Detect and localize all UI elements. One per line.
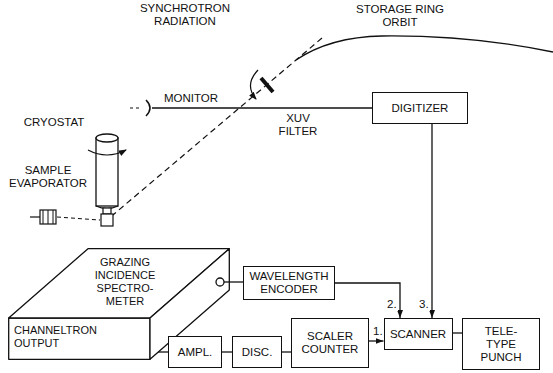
connector <box>282 351 291 352</box>
scanner-box: SCANNER <box>384 318 453 350</box>
evaporation-path <box>57 217 100 220</box>
channel-number: 1. <box>372 325 384 338</box>
digitizer-box: DIGITIZER <box>372 92 468 124</box>
node-text: DIGITIZER <box>392 102 449 115</box>
channel-number: 3. <box>418 298 430 311</box>
monitor-label: MONITOR <box>158 92 224 105</box>
node-text: TELE- TYPE PUNCH <box>475 325 527 364</box>
cryostat-body <box>96 138 118 206</box>
synchrotron-beam <box>107 38 322 220</box>
monitor-detector <box>146 100 150 116</box>
node-text: CHANNELTRON OUTPUT <box>14 324 114 350</box>
node-text: WAVELENGTH ENCODER <box>248 270 330 296</box>
discriminator-box: DISC. <box>232 336 282 368</box>
monitor-beam <box>130 107 142 108</box>
monitor-wire <box>152 107 372 108</box>
evaporator-coil <box>43 210 53 224</box>
connector <box>335 283 400 318</box>
encoder-box: WAVELENGTH ENCODER <box>243 266 335 300</box>
evaporator-oven <box>40 210 56 224</box>
storage-ring-orbit <box>296 36 553 60</box>
node-text: SCALER COUNTER <box>297 330 363 356</box>
cold-finger <box>103 208 111 214</box>
spectrometer-face <box>9 318 150 359</box>
beam-label: SYNCHROTRON RADIATION <box>125 2 245 28</box>
scaler-box: SCALER COUNTER <box>291 318 369 368</box>
connector <box>453 332 463 333</box>
evaporator-label: SAMPLE EVAPORATOR <box>4 164 92 190</box>
connector <box>222 351 232 352</box>
channel-number: 2. <box>386 298 398 311</box>
connector <box>369 340 384 341</box>
cryostat-label: CRYOSTAT <box>18 116 90 129</box>
node-text: DISC. <box>242 346 273 359</box>
node-text: AMPL. <box>178 346 213 359</box>
evaporator-lead <box>30 216 40 217</box>
rotation-arrow <box>250 70 258 99</box>
orbit-label: STORAGE RING ORBIT <box>350 3 450 29</box>
rotation-arrow <box>88 150 126 155</box>
shaft-line <box>224 281 230 282</box>
node-text: SCANNER <box>390 328 446 341</box>
cryostat-top <box>96 134 118 142</box>
teletype-box: TELE- TYPE PUNCH <box>462 318 540 370</box>
filter-label: XUV FILTER <box>274 112 322 138</box>
encoder-shaft <box>216 278 224 286</box>
xuv-filter <box>261 78 273 92</box>
connector <box>431 124 432 318</box>
amplifier-box: AMPL. <box>168 336 222 368</box>
sample-holder <box>101 214 113 226</box>
node-text: GRAZING INCIDENCE SPECTRO- METER <box>83 256 167 308</box>
connector <box>230 281 243 282</box>
